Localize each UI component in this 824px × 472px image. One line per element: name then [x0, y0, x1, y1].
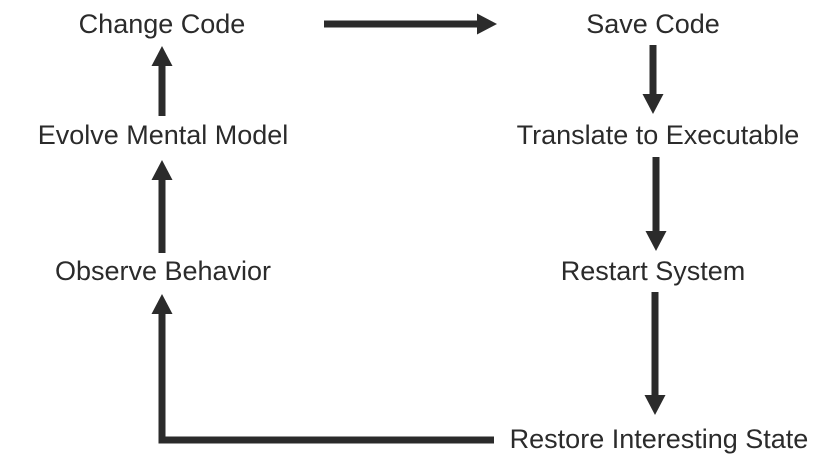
node-save-code: Save Code — [586, 9, 720, 39]
arrow-change-code-to-save-code — [324, 13, 497, 35]
node-evolve-mental-model: Evolve Mental Model — [37, 120, 289, 150]
node-observe-behavior: Observe Behavior — [54, 256, 272, 286]
arrow-restore-to-observe — [151, 294, 494, 444]
node-restart-system: Restart System — [560, 256, 746, 286]
node-change-code: Change Code — [78, 9, 246, 39]
arrow-save-code-to-translate — [642, 45, 664, 114]
node-restore-interesting-state: Restore Interesting State — [509, 424, 809, 454]
arrow-restart-to-restore — [644, 292, 666, 415]
node-translate-to-executable: Translate to Executable — [516, 120, 800, 150]
arrow-evolve-to-change-code — [151, 46, 173, 116]
arrow-translate-to-restart — [645, 157, 667, 251]
arrow-observe-to-evolve — [151, 160, 173, 253]
